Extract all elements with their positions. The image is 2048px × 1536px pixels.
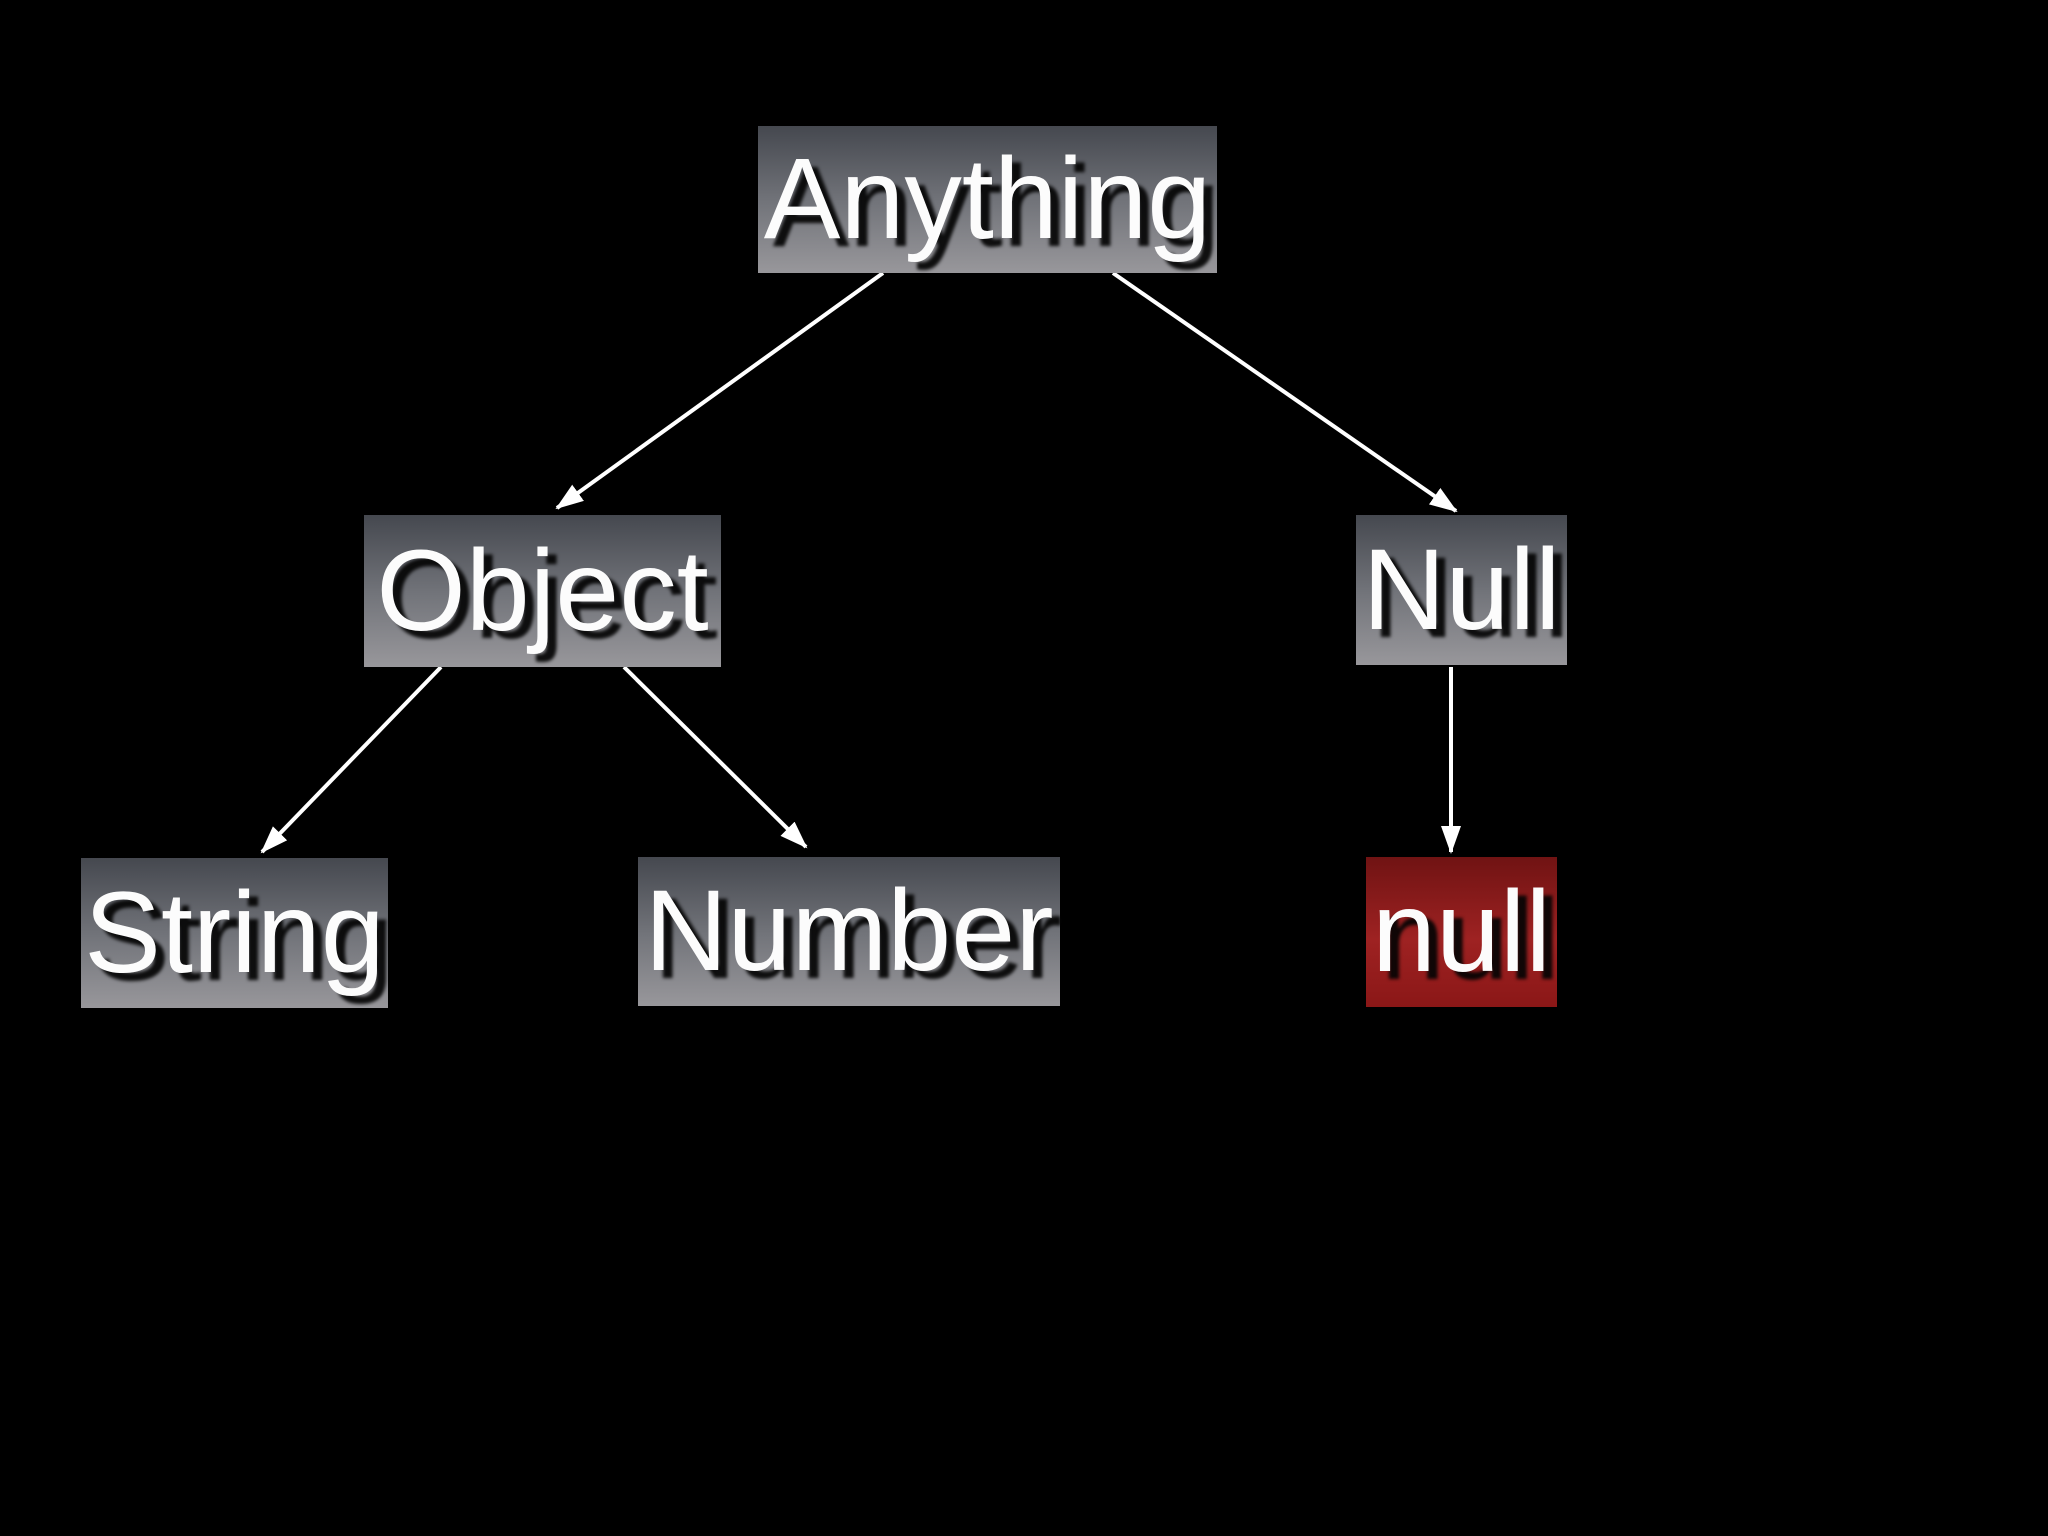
node-null-type-label: Null — [1362, 525, 1561, 654]
node-number-label: Number — [644, 867, 1054, 995]
node-object-label: Object — [376, 526, 709, 655]
node-null-value-label: null — [1371, 867, 1551, 996]
node-string: String — [81, 858, 388, 1008]
edge-anything-null — [1111, 271, 1458, 513]
node-string-label: String — [84, 868, 385, 997]
node-object: Object — [364, 515, 721, 667]
node-anything-label: Anything — [763, 135, 1212, 263]
edge-anything-object — [555, 271, 885, 510]
node-null-type: Null — [1356, 515, 1567, 665]
node-null-value: null — [1366, 857, 1557, 1007]
node-number: Number — [638, 857, 1060, 1006]
node-anything: Anything — [758, 126, 1217, 273]
edge-object-string — [260, 665, 443, 854]
edge-object-number — [622, 665, 808, 849]
